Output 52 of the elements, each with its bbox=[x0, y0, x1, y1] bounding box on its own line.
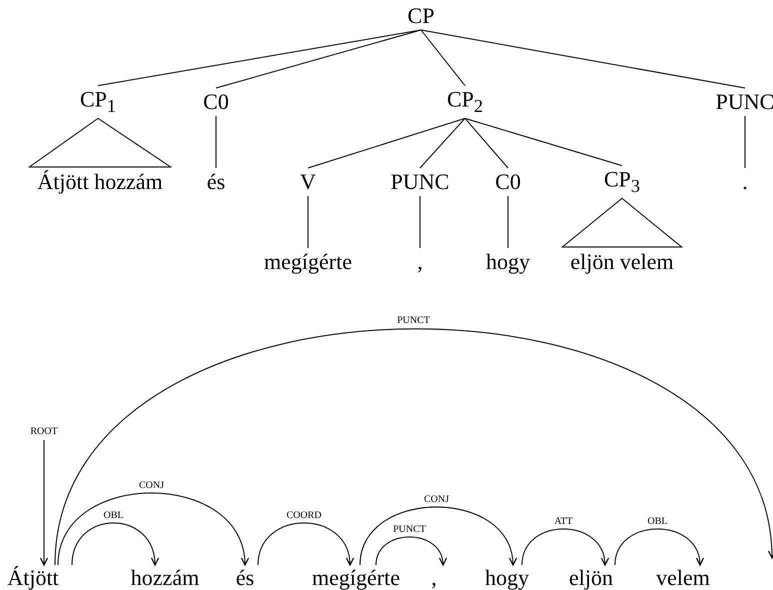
tree-branch-line bbox=[308, 118, 466, 168]
tree-branch-line bbox=[744, 116, 746, 168]
edge-label: CONJ bbox=[423, 495, 450, 505]
tree-node-label: C0 bbox=[203, 91, 229, 113]
phrase-text: eljön velem bbox=[570, 251, 674, 273]
tree-node-label: CP$_{3}$ bbox=[604, 168, 640, 196]
tree-branch-line bbox=[420, 30, 466, 86]
word-text: megígérte bbox=[312, 567, 400, 589]
edge-label: CONJ bbox=[138, 481, 165, 491]
arrow bbox=[40, 440, 48, 566]
dependency-arc bbox=[614, 528, 703, 566]
word-text: és bbox=[236, 567, 254, 589]
tree-node-label: CP$_{1}$ bbox=[80, 88, 116, 116]
dependency-arc bbox=[258, 522, 354, 566]
tree-node-label: PUNC bbox=[390, 171, 450, 193]
dependency-arc bbox=[376, 536, 446, 566]
dependency-arc bbox=[360, 506, 516, 566]
edge-label: PUNCT bbox=[392, 525, 427, 535]
tree-node-label: V bbox=[300, 171, 316, 193]
roof-triangle bbox=[560, 198, 684, 248]
edge-label: OBL bbox=[102, 511, 124, 521]
tree-branch-line bbox=[420, 30, 746, 88]
edge-label: ATT bbox=[553, 517, 574, 527]
punctuation-mark: , bbox=[431, 567, 437, 589]
edge-label: COORD bbox=[286, 511, 322, 521]
roof-triangle bbox=[28, 118, 172, 168]
root-label: ROOT bbox=[30, 427, 58, 437]
word-text: és bbox=[206, 171, 226, 193]
punctuation-mark: . bbox=[742, 171, 748, 193]
word-text: hogy bbox=[485, 567, 529, 589]
tree-node-label: CP bbox=[408, 5, 434, 27]
word-text: hozzám bbox=[130, 567, 200, 589]
tree-node-label: PUNC bbox=[716, 91, 773, 113]
edge-label: PUNCT bbox=[396, 316, 431, 326]
dependency-arc bbox=[522, 528, 608, 566]
word-text: eljön bbox=[569, 567, 613, 589]
tree-branch-line bbox=[464, 118, 508, 168]
word-text: megígérte bbox=[264, 251, 352, 273]
phrase-text: Átjött hozzám bbox=[37, 171, 163, 193]
tree-branch-line bbox=[216, 30, 422, 88]
tree-node-label: C0 bbox=[495, 171, 521, 193]
word-text: velem bbox=[656, 567, 710, 589]
punctuation-mark: , bbox=[417, 251, 423, 273]
tree-branch-line bbox=[464, 118, 622, 166]
tree-node-label: CP$_{2}$ bbox=[446, 88, 484, 116]
word-text: Átjött bbox=[7, 567, 59, 589]
dependency-arc bbox=[58, 492, 248, 566]
tree-branch-line bbox=[98, 30, 422, 86]
word-text: hogy bbox=[486, 251, 530, 273]
edge-label: OBL bbox=[646, 517, 668, 527]
dependency-arc bbox=[72, 522, 158, 566]
tree-branch-line bbox=[420, 118, 466, 168]
